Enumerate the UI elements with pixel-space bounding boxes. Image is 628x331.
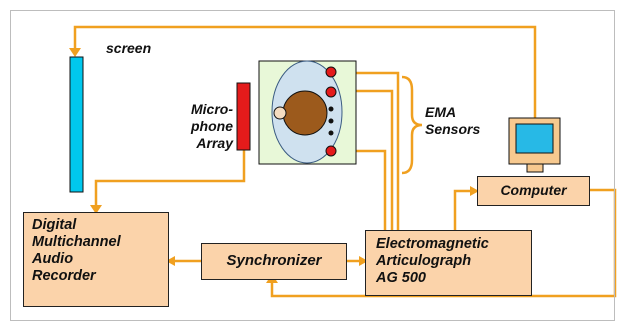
connector-computer-to-synchronizer (270, 188, 617, 298)
microphone-array-label: Micro- phone Array (191, 101, 233, 151)
computer-monitor-icon (508, 117, 561, 173)
sensor-dot-1 (325, 66, 337, 78)
arrowhead-recorder-side (166, 256, 175, 266)
articulograph-box: Electromagnetic Articulograph AG 500 (365, 230, 532, 296)
connector-ag-to-sensor-3 (354, 149, 387, 230)
diagram-frame (10, 10, 615, 321)
connector-computer-to-screen (73, 25, 537, 123)
arrowhead-computer (470, 186, 479, 196)
monitor-stand (526, 163, 544, 173)
arrowhead-screen (69, 48, 81, 57)
digital-audio-recorder-box: Digital Multichannel Audio Recorder (23, 212, 169, 307)
microphone-array (236, 82, 251, 151)
connector-ag-to-sensor-1 (354, 71, 400, 230)
sensor-dot-3 (328, 106, 334, 112)
computer-box: Computer (477, 176, 590, 206)
ema-brace (401, 75, 423, 175)
ema-sensors-label: EMA Sensors (425, 104, 481, 137)
ear-icon (273, 106, 287, 120)
connector-microphone-to-recorder (94, 150, 246, 208)
sensor-dot-5 (328, 130, 334, 136)
screen-label: screen (106, 40, 152, 56)
connector-ag-to-computer (453, 189, 474, 230)
sensor-dot-6 (325, 145, 337, 157)
sensor-dot-2 (325, 86, 337, 98)
arrowhead-recorder (90, 205, 102, 214)
connectors (73, 25, 617, 298)
screen-bar (69, 56, 84, 193)
monitor-screen (515, 123, 554, 154)
arrowhead-ag-side (359, 256, 368, 266)
head-panel (258, 60, 357, 165)
connector-ag-to-sensor-2 (354, 89, 394, 230)
sensor-dot-4 (328, 118, 334, 124)
synchronizer-box: Synchronizer (201, 243, 347, 280)
